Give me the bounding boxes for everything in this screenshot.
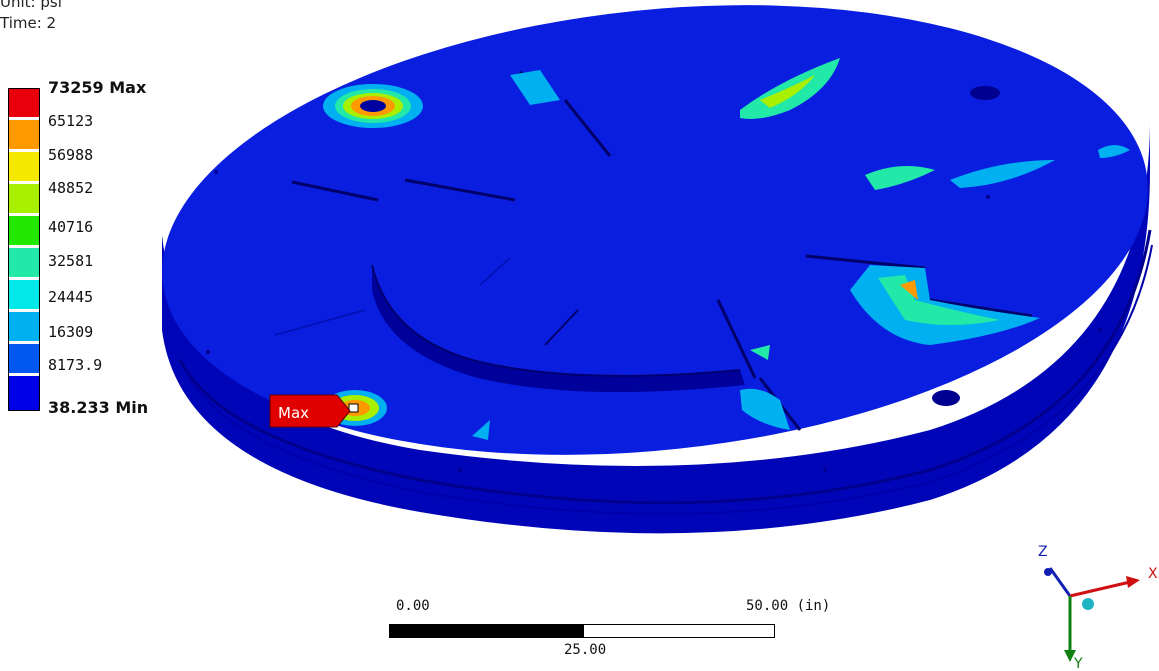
legend-band-10[interactable] bbox=[8, 376, 40, 411]
plate-rim-line bbox=[189, 244, 1153, 515]
stress-regions bbox=[472, 58, 1130, 440]
legend-label-8: 16309 bbox=[48, 323, 94, 341]
legend-label-5: 40716 bbox=[48, 218, 94, 236]
legend-band-1[interactable] bbox=[8, 88, 40, 117]
legend-band-7[interactable] bbox=[8, 280, 40, 309]
legend-label-6: 32581 bbox=[48, 252, 94, 270]
scale-bar: 0.00 50.00 (in) 25.00 bbox=[388, 598, 830, 668]
legend-band-6[interactable] bbox=[8, 248, 40, 277]
legend-label-2: 65123 bbox=[48, 112, 94, 130]
scale-left-label: 0.00 bbox=[396, 598, 430, 614]
scale-bar-black bbox=[389, 624, 585, 638]
legend-label-3: 56988 bbox=[48, 146, 94, 164]
legend-min-label: 38.233 Min bbox=[48, 398, 149, 417]
plate-rim-dark bbox=[178, 229, 1152, 505]
plate-model[interactable]: Max bbox=[140, 0, 1159, 534]
legend-band-8[interactable] bbox=[8, 312, 40, 341]
stress-hotspot-upper bbox=[323, 84, 423, 128]
legend-band-4[interactable] bbox=[8, 184, 40, 213]
center-step-wall bbox=[372, 265, 745, 393]
max-probe-label: Max bbox=[278, 404, 309, 422]
time-label: Time: 2 bbox=[0, 14, 57, 32]
unit-label: Unit: psi bbox=[0, 0, 62, 11]
legend-band-5[interactable] bbox=[8, 216, 40, 245]
center-step-edge bbox=[371, 264, 741, 377]
legend-band-9[interactable] bbox=[8, 344, 40, 373]
legend-label-4: 48852 bbox=[48, 179, 94, 197]
axis-z-label: Z bbox=[1038, 544, 1048, 560]
legend-label-9: 8173.9 bbox=[48, 356, 103, 374]
max-probe-tag[interactable]: Max bbox=[269, 394, 351, 428]
axis-triad[interactable]: Z X Y bbox=[1030, 540, 1159, 671]
scale-mid-label: 25.00 bbox=[564, 642, 607, 658]
result-header: Unit: psi Time: 2 bbox=[0, 0, 62, 34]
scale-right-label: 50.00 (in) bbox=[746, 598, 831, 614]
bolt-holes bbox=[206, 86, 1102, 472]
axis-x-label: X bbox=[1148, 566, 1158, 582]
legend-max-label: 73259 Max bbox=[48, 78, 147, 97]
legend-band-2[interactable] bbox=[8, 120, 40, 149]
legend-label-7: 24445 bbox=[48, 288, 94, 306]
scale-bar-white bbox=[583, 624, 775, 638]
legend-band-3[interactable] bbox=[8, 152, 40, 181]
axis-y-label: Y bbox=[1073, 656, 1083, 671]
